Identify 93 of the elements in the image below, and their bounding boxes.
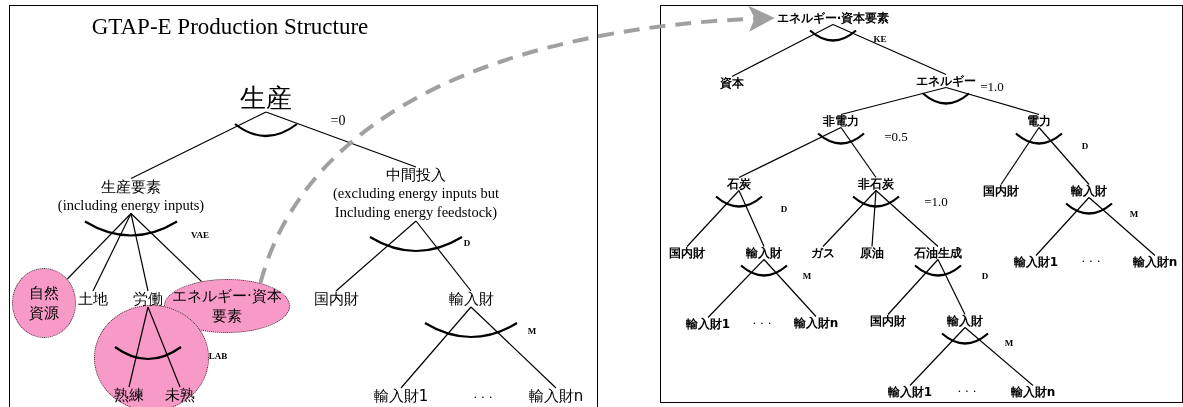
node-label: 輸入財n <box>793 315 839 331</box>
parameter-label: =1.0 <box>980 79 1004 95</box>
tree-branch-line <box>335 220 417 292</box>
ellipsis-label: · · · <box>957 383 977 399</box>
node-label: 生産要素 <box>100 177 162 196</box>
tree-branch-line <box>871 189 877 248</box>
tree-branch-line <box>875 189 939 248</box>
panel-frame <box>9 5 598 407</box>
parameter-label: M <box>527 326 537 336</box>
tree-branch-line <box>964 326 1034 387</box>
tree-branch-line <box>840 126 877 179</box>
node-label: 生産 <box>240 83 292 113</box>
node-label: 石油生成 <box>914 245 962 261</box>
node-label: 電力 <box>1027 113 1051 129</box>
parameter-label: D <box>981 271 989 281</box>
tree-branch-line <box>1088 196 1156 257</box>
node-label: 輸入財 <box>1071 183 1107 199</box>
tree-branch-line <box>128 306 149 388</box>
tree-branch-line <box>66 212 132 280</box>
node-label: 輸入財1 <box>373 387 429 405</box>
tree-branch-line <box>1000 126 1040 186</box>
tree-branch-line <box>937 258 966 316</box>
tree-branch-line <box>1038 126 1090 186</box>
panel-heading: GTAP-E Production Structure <box>91 14 369 40</box>
tree-branch-line <box>763 258 817 318</box>
node-label: 非電力 <box>823 113 859 129</box>
parameter-label: D <box>1081 141 1089 151</box>
node-label: 石炭 <box>727 176 751 192</box>
node-label: 国内財 <box>669 245 705 261</box>
node-label: 輸入財1 <box>685 316 731 332</box>
tree-branch-line <box>832 23 947 76</box>
tree-branch-line <box>92 212 132 292</box>
tree-branch-line <box>840 86 947 116</box>
tree-branch-line <box>265 111 417 168</box>
tree-branch-line <box>470 306 557 389</box>
parameter-label: D <box>780 204 788 214</box>
tree-branch-line <box>130 212 202 282</box>
node-label: 輸入財 <box>947 313 983 329</box>
parameter-label: =0 <box>330 113 346 129</box>
parameter-label: M <box>802 271 812 281</box>
tree-branch-line <box>707 258 765 319</box>
node-label: 資本 <box>720 75 744 91</box>
tree-branch-line <box>130 212 149 292</box>
panel-frame <box>660 5 1183 403</box>
tree-branch-line <box>130 111 267 180</box>
node-label: 非石炭 <box>858 176 894 192</box>
highlight-ellipse: 自然資源 <box>12 268 76 338</box>
dashed-arrow <box>258 6 775 284</box>
node-note: (including energy inputs) <box>56 195 206 215</box>
node-label: エネルギー <box>916 73 976 89</box>
ellipsis-label: · · · <box>473 389 493 405</box>
node-label: 国内財 <box>313 290 359 308</box>
node-label: ガス <box>811 245 835 261</box>
tree-branch-line <box>1035 196 1090 257</box>
highlight-ellipse: エネルギー·資本要素 <box>164 279 290 333</box>
node-label: エネルギー·資本要素 <box>776 10 890 26</box>
tree-branch-line <box>822 189 877 248</box>
node-label: 輸入財 <box>448 290 494 308</box>
tree-branch-line <box>738 189 765 248</box>
node-label: 土地 <box>78 290 108 308</box>
node-label: 輸入財1 <box>1013 254 1059 270</box>
parameter-label: M <box>1129 209 1139 219</box>
parameter-label: KE <box>873 34 887 44</box>
node-label: 国内財 <box>983 183 1019 199</box>
node-label: 輸入財n <box>1010 384 1056 400</box>
node-label: 輸入財n <box>528 387 584 405</box>
ellipsis-label: · · · <box>1081 253 1101 269</box>
tree-branch-line <box>400 306 472 389</box>
node-label: 輸入財n <box>1132 254 1178 270</box>
node-note: (excluding energy inputs but Including energy feedstock) <box>331 184 501 222</box>
tree-branch-line <box>731 23 834 78</box>
node-label: 未熟 <box>165 386 195 404</box>
parameter-label: =0.5 <box>884 129 908 145</box>
tree-branch-line <box>909 326 966 387</box>
parameter-label: LAB <box>208 351 228 361</box>
tree-branch-line <box>738 126 842 179</box>
parameter-label: M <box>1004 338 1014 348</box>
ellipsis-label: · · · <box>752 315 772 331</box>
node-label: 国内財 <box>870 313 906 329</box>
node-label: 原油 <box>860 245 884 261</box>
node-label: 中間投入 <box>385 166 447 184</box>
node-label: 輸入財 <box>746 245 782 261</box>
parameter-label: D <box>463 238 471 248</box>
tree-branch-line <box>887 258 939 316</box>
node-label: 輸入財1 <box>887 384 933 400</box>
parameter-label: VAE <box>191 230 209 240</box>
tree-branch-line <box>147 306 181 388</box>
parameter-label: =1.0 <box>924 194 948 210</box>
tree-branch-line <box>415 220 472 292</box>
tree-branch-line <box>945 86 1040 116</box>
node-label: 労働 <box>133 290 163 308</box>
node-label: 熟練 <box>114 386 144 404</box>
tree-branch-line <box>686 189 740 248</box>
